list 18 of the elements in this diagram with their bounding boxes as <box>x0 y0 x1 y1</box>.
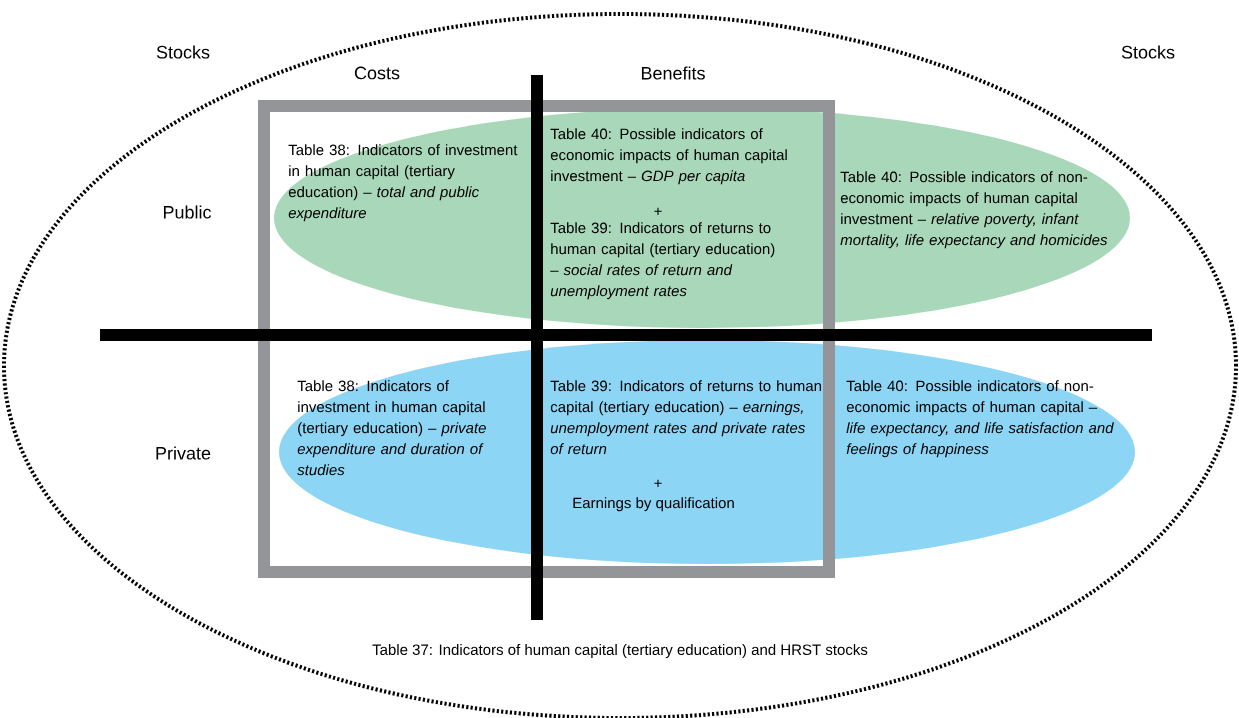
table-reference: Table 40: Possible indicators of non-economic impacts of human capital – life expectancy, and life satisfaction and feelings of happiness <box>846 380 1114 458</box>
sum-sign: + <box>654 207 662 215</box>
heading-label: Stocks <box>1121 45 1175 59</box>
table-reference: Table 38: Indicators of investment in human capital (tertiary education) – private expenditure and duration of studies <box>297 380 486 476</box>
table-reference: Table 38: Indicators of investment in human capital (tertiary education) – total and public expenditure <box>288 144 518 222</box>
table-reference: Table 37: Indicators of human capital (tertiary education) and HRST stocks <box>372 644 868 658</box>
heading-label: Stocks <box>156 45 210 59</box>
table-reference: Table 40: Possible indicators of non-economic impacts of human capital investment – relative poverty, infant mortality, life expectancy and homicides <box>840 171 1108 249</box>
table-reference: Table 40: Possible indicators of economic impacts of human capital investment – GDP per capita <box>550 128 787 185</box>
sum-sign: + <box>654 479 662 487</box>
heading-label: Private <box>156 446 211 460</box>
heading-label: Costs <box>354 66 400 80</box>
heading-label: Benefits <box>641 66 705 80</box>
table-reference: Table 39: Indicators of returns to human capital (tertiary education) – social rates of return and unemployment rates <box>550 222 775 300</box>
table-reference: Earnings by qualification <box>573 497 734 512</box>
table-reference: Table 39: Indicators of returns to human capital (tertiary education) – earnings, unemployment rates and private rates of return <box>550 380 821 455</box>
heading-label: Public <box>163 205 212 219</box>
ellipse-region <box>279 340 1135 564</box>
